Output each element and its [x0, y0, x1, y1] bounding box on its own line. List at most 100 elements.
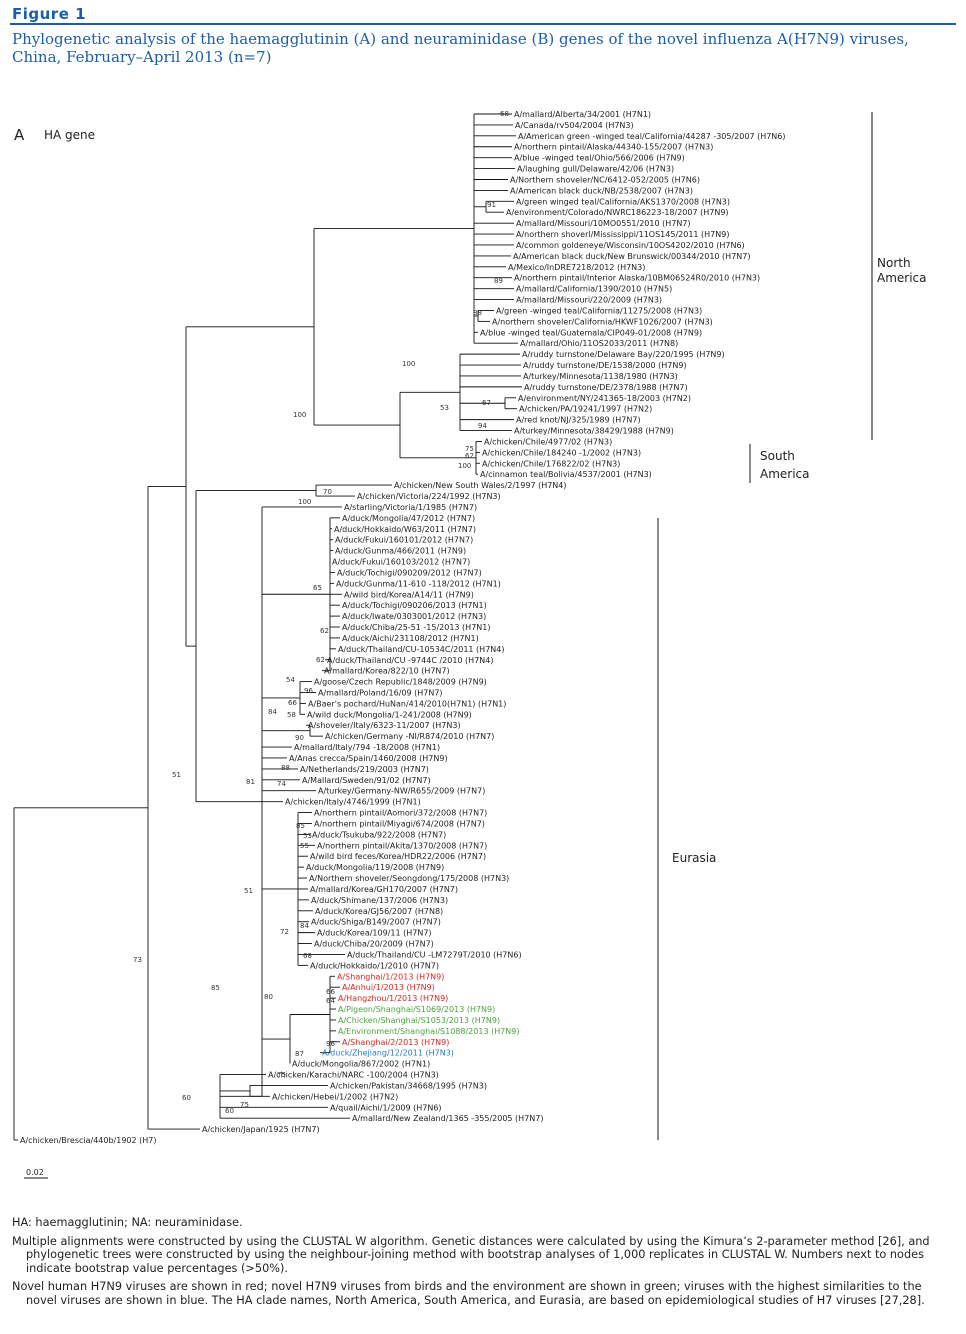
leaf-label: A/chicken/New South Wales/2/1997 (H7N4) [394, 481, 567, 490]
tree-branches [13, 113, 522, 1141]
bootstrap-value: 73 [133, 956, 142, 964]
leaf-label: A/Anhui/1/2013 (H7N9) [342, 983, 435, 992]
leaf-label: A/chicken/Chile/184240 -1/2002 (H7N3) [482, 448, 641, 457]
leaf-label: A/northern pintail/Aomori/372/2008 (H7N7… [314, 809, 487, 818]
leaf-label: A/Baer's pochard/HuNan/414/2010(H7N1) (H… [308, 699, 506, 708]
footnote-abbreviations: HA: haemagglutinin; NA: neuraminidase. [12, 1216, 243, 1229]
bootstrap-value: 53 [440, 404, 449, 412]
leaf-label: A/Hangzhou/1/2013 (H7N9) [338, 994, 448, 1003]
leaf-label: A/chicken/Brescia/440b/1902 (H7) [20, 1136, 157, 1145]
figure-title-rule [10, 23, 956, 25]
bootstrap-value: 85 [296, 822, 305, 830]
leaf-label: A/wild bird/Korea/A14/11 (H7N9) [344, 590, 474, 599]
bootstrap-value: 88 [473, 309, 482, 317]
leaf-label: A/duck/Tochigi/090209/2012 (H7N7) [337, 568, 482, 577]
bootstrap-value: 64 [326, 997, 335, 1005]
bootstrap-value: 80 [264, 993, 273, 1001]
bootstrap-value: 74 [277, 780, 286, 788]
leaf-label: A/mallard/Ohio/11OS2033/2011 (H7N8) [520, 339, 678, 348]
leaf-label: A/Shanghai/1/2013 (H7N9) [337, 972, 444, 981]
bootstrap-value: 67 [482, 399, 491, 407]
leaf-label: A/quail/Aichi/1/2009 (H7N6) [330, 1103, 442, 1112]
leaf-label: A/northern pintail/Interior Alaska/10BM0… [514, 274, 760, 283]
leaf-label: A/turkey/Minnesota/1138/1980 (H7N3) [523, 372, 678, 381]
leaf-label: A/mallard/Missouri/220/2009 (H7N3) [516, 296, 662, 305]
bootstrap-value: 75 [277, 1071, 286, 1079]
leaf-label: A/duck/Chiba/20/2009 (H7N7) [314, 940, 434, 949]
bootstrap-value: 51 [172, 771, 181, 779]
leaf-label: A/turkey/Minnesota/38429/1988 (H7N9) [514, 427, 674, 436]
leaf-label: A/environment/NY/241365-18/2003 (H7N2) [518, 394, 691, 403]
leaf-label: A/northern pintail/Miyagi/674/2008 (H7N7… [314, 819, 485, 828]
leaf-label: A/duck/Thailand/CU -LM7279T/2010 (H7N6) [347, 950, 522, 959]
leaf-label: A/chicken/Victoria/224/1992 (H7N3) [357, 492, 501, 501]
bootstrap-value: 89 [494, 277, 503, 285]
leaf-label: A/chicken/Japan/1925 (H7N7) [202, 1125, 320, 1134]
bootstrap-value: 100 [293, 411, 306, 419]
leaf-label: A/Canada/rv504/2004 (H7N3) [515, 121, 634, 130]
bootstrap-value: 96 [326, 1040, 335, 1048]
bootstrap-value: 66 [288, 699, 297, 707]
leaf-label: A/chicken/Germany -NI/R874/2010 (H7N7) [325, 732, 494, 741]
leaf-label: A/Mallard/Sweden/91/02 (H7N7) [302, 776, 431, 785]
leaf-label: A/northern shoverl/Mississippi/11OS145/2… [516, 230, 729, 239]
leaf-label: A/laughing gull/Delaware/42/06 (H7N3) [517, 165, 674, 174]
leaf-label: A/chicken/Italy/4746/1999 (H7N1) [285, 798, 421, 807]
leaf-label: A/northern pintail/Akita/1370/2008 (H7N7… [317, 841, 487, 850]
leaf-label: A/American black duck/NB/2538/2007 (H7N3… [510, 186, 693, 195]
leaf-label: A/duck/Korea/109/11 (H7N7) [317, 929, 432, 938]
bootstrap-value: 62 [320, 627, 329, 635]
leaf-label: A/ruddy turnstone/Delaware Bay/220/1995 … [522, 350, 725, 359]
leaf-label: A/chicken/Hebei/1/2002 (H7N2) [272, 1092, 398, 1101]
footnotes: HA: haemagglutinin; NA: neuraminidase. M… [12, 1216, 952, 1313]
leaf-label: A/duck/Chiba/25-51 -15/2013 (H7N1) [342, 623, 490, 632]
leaf-label: A/northern pintail/Alaska/44340-155/2007… [514, 143, 713, 152]
leaf-label: A/mallard/California/1390/2010 (H7N5) [516, 285, 672, 294]
bootstrap-value: 100 [458, 462, 471, 470]
panel-letter: A [14, 126, 25, 144]
leaf-label: A/mallard/Italy/794 -18/2008 (H7N1) [294, 743, 440, 752]
bootstrap-value: 96 [304, 687, 313, 695]
leaf-label: A/duck/Fukui/160103/2012 (H7N7) [332, 558, 470, 567]
leaf-label: A/cinnamon teal/Bolivia/4537/2001 (H7N3) [480, 470, 652, 479]
leaf-label: A/duck/Thailand/CU -9744C /2010 (H7N4) [327, 656, 493, 665]
leaf-label: A/turkey/Germany-NW/R655/2009 (H7N7) [318, 787, 485, 796]
bootstrap-value: 70 [323, 488, 332, 496]
bootstrap-value: 51 [244, 887, 253, 895]
leaf-label: A/blue -winged teal/Ohio/566/2006 (H7N9) [514, 154, 685, 163]
leaf-label: A/American black duck/New Brunswick/0034… [513, 252, 750, 261]
leaf-label: A/chicken/Chile/176822/02 (H7N3) [482, 459, 620, 468]
leaf-label: A/Chicken/Shanghai/S1053/2013 (H7N9) [338, 1016, 500, 1025]
bootstrap-value: 68 [303, 952, 312, 960]
leaf-labels: A/mallard/Alberta/34/2001 (H7N1)A/Canada… [20, 110, 786, 1145]
leaf-label: A/duck/Tsukuba/922/2008 (H7N7) [312, 830, 446, 839]
bootstrap-value: 88 [281, 764, 290, 772]
bootstrap-value: 100 [402, 360, 415, 368]
bootstrap-value: 90 [295, 734, 304, 742]
leaf-label: A/duck/Zhejiang/12/2011 (H7N3) [322, 1049, 454, 1058]
leaf-label: A/chicken/PA/19241/1997 (H7N2) [519, 405, 652, 414]
leaf-label: A/Environment/Shanghai/S1088/2013 (H7N9) [338, 1027, 520, 1036]
leaf-label: A/duck/Iwate/0303001/2012 (H7N3) [342, 612, 486, 621]
leaf-label: A/Northern shoveler/Seongdong/175/2008 (… [309, 874, 509, 883]
bootstrap-value: 68 [500, 110, 509, 118]
leaf-label: A/duck/Thailand/CU-10534C/2011 (H7N4) [338, 645, 504, 654]
footnote-color-legend: Novel human H7N9 viruses are shown in re… [12, 1280, 925, 1307]
bootstrap-value: 85 [211, 984, 220, 992]
scale-bar-label: 0.02 [26, 1168, 44, 1177]
leaf-label: A/wild duck/Mongolia/1-241/2008 (H7N9) [307, 710, 472, 719]
leaf-label: A/green winged teal/California/AKS1370/2… [516, 197, 730, 206]
bootstrap-value: 72 [280, 928, 289, 936]
bootstrap-value: 91 [487, 201, 496, 209]
leaf-label: A/duck/Mongolia/867/2002 (H7N1) [292, 1060, 430, 1069]
leaf-label: A/chicken/Chile/4977/02 (H7N3) [484, 437, 612, 446]
leaf-label: A/blue -winged teal/Guatemala/CIP049-01/… [480, 328, 702, 337]
bootstrap-values: 6891898810067539410075621001007065626254… [133, 110, 509, 1115]
bootstrap-value: 62 [465, 452, 474, 460]
bootstrap-value: 60 [225, 1107, 234, 1115]
leaf-label: A/duck/Aichi/231108/2012 (H7N1) [342, 634, 479, 643]
bootstrap-value: 81 [246, 778, 255, 786]
leaf-label: A/shoveler/Italy/6323-11/2007 (H7N3) [308, 721, 461, 730]
leaf-label: A/mallard/New Zealand/1365 -355/2005 (H7… [352, 1114, 543, 1123]
leaf-label: A/duck/Hokkaido/W63/2011 (H7N7) [334, 525, 476, 534]
